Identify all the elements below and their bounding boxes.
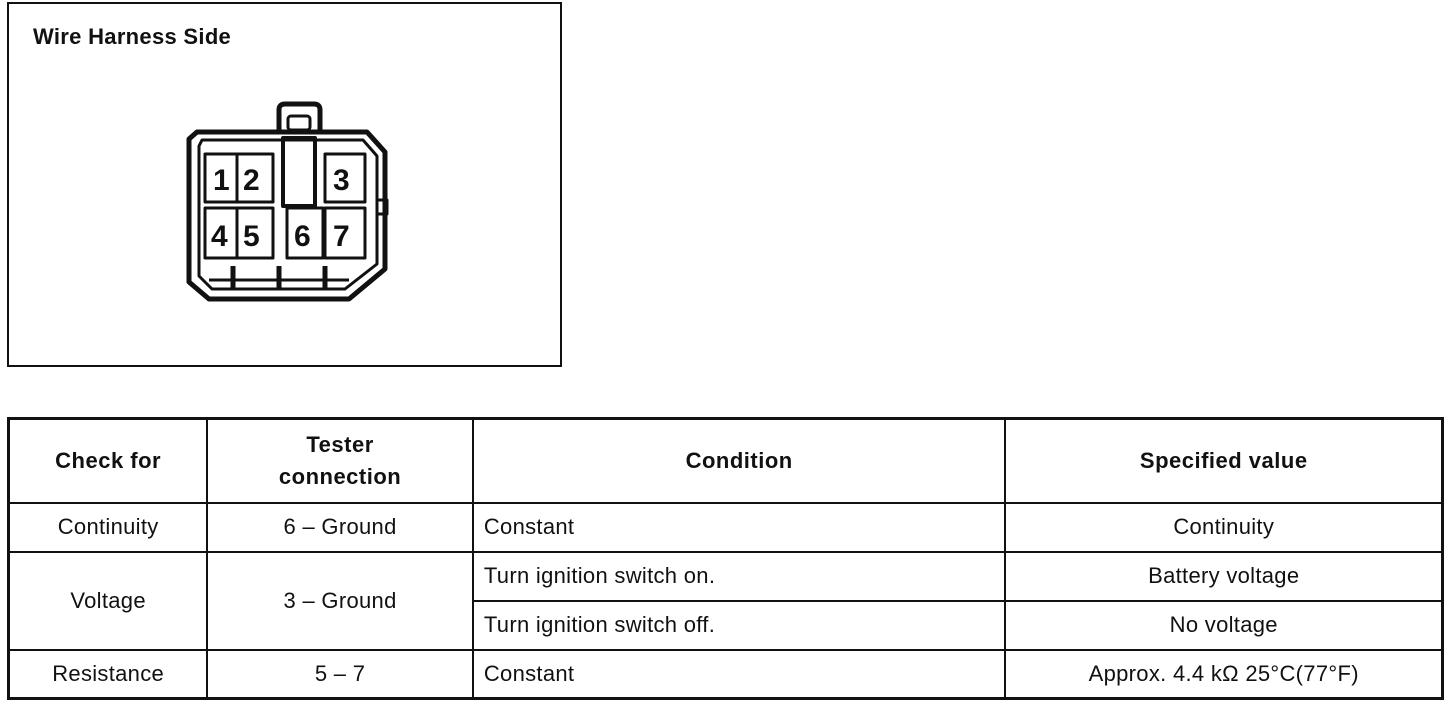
pin-cavity-6 <box>285 206 325 260</box>
pin-label-2: 2 <box>243 164 260 197</box>
cell-tester-connection: 5 – 7 <box>206 648 474 700</box>
connector-housing-outline <box>186 129 388 302</box>
diagram-title: Wire Harness Side <box>33 24 232 49</box>
pin-label-4: 4 <box>211 220 228 253</box>
cell-specified-value: Battery voltage <box>1004 550 1444 602</box>
pin-label-5: 5 <box>243 220 260 253</box>
pin-label-6: 6 <box>294 220 311 253</box>
cell-specified-value: Approx. 4.4 kΩ 25°C(77°F) <box>1004 648 1444 700</box>
connector-housing-inner <box>197 138 379 291</box>
cell-tester-connection: 6 – Ground <box>206 501 474 553</box>
connector-latch-slot <box>286 114 312 132</box>
pin-cavity-2 <box>235 152 275 204</box>
pin-cavity-7 <box>323 206 367 260</box>
cell-condition: Constant <box>471 648 1007 700</box>
cell-tester-connection: 3 – Ground <box>206 550 474 651</box>
cell-specified-value: Continuity <box>1004 501 1444 553</box>
pin-label-3: 3 <box>333 164 350 197</box>
cell-condition: Turn ignition switch off. <box>471 599 1007 651</box>
cell-condition: Constant <box>471 501 1007 553</box>
connector-side-notch <box>375 198 389 216</box>
header-tester-line2: connection <box>278 463 402 489</box>
table-row: Turn ignition switch off. No voltage <box>9 599 1444 651</box>
table-row: Continuity 6 – Ground Constant Continuit… <box>7 501 1444 553</box>
header-check-for: Check for <box>7 417 209 504</box>
cell-condition: Turn ignition switch on. <box>471 550 1007 602</box>
table-row: Resistance 5 – 7 Constant Approx. 4.4 kΩ… <box>7 648 1444 700</box>
connector-diagram-panel: Wire Harness Side <box>7 2 562 367</box>
inspection-table: Check for Tester connection Condition Sp… <box>7 417 1444 700</box>
connector-key-slot <box>281 136 317 208</box>
cell-check-for: Continuity <box>7 501 209 553</box>
header-tester-connection: Tester connection <box>206 417 474 504</box>
table-header-row: Check for Tester connection Condition Sp… <box>7 417 1444 504</box>
pin-label-7: 7 <box>333 220 350 253</box>
header-tester-line1: Tester <box>306 431 374 457</box>
pin-cavity-3 <box>323 152 367 204</box>
header-condition: Condition <box>471 417 1007 504</box>
pin-label-1: 1 <box>213 164 230 197</box>
table-row: Voltage 3 – Ground Turn ignition switch … <box>7 550 1444 651</box>
pin-cavity-5 <box>235 206 275 260</box>
cell-check-for: Voltage <box>7 550 209 651</box>
cell-check-for: Resistance <box>7 648 209 700</box>
cell-specified-value: No voltage <box>1004 599 1444 651</box>
header-specified-value: Specified value <box>1004 417 1444 504</box>
connector-latch-tab <box>276 101 323 132</box>
connector-illustration: 1 2 3 4 5 6 7 <box>186 101 389 302</box>
